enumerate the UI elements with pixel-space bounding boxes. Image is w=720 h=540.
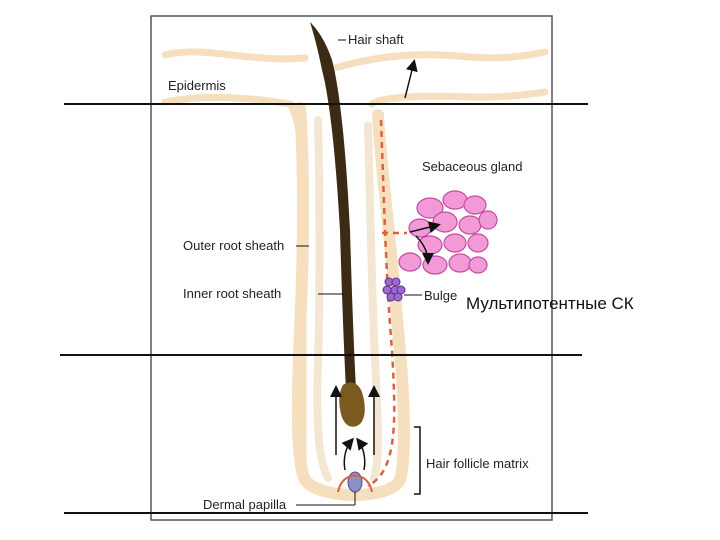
multipotent-stem-cells-caption: Мультипотентные СК xyxy=(466,294,634,313)
follicle-inner-sheath xyxy=(313,116,382,482)
bulge-cells xyxy=(382,277,406,302)
dermal-papilla-cap xyxy=(337,474,373,493)
label-bulge: Bulge xyxy=(424,288,457,303)
label-hair-shaft: Hair shaft xyxy=(348,32,404,47)
matrix-arrow-inner-right xyxy=(356,437,369,471)
label-outer-root-sheath: Outer root sheath xyxy=(183,238,284,253)
hair-bulb xyxy=(339,382,365,427)
gland-arrow-right xyxy=(409,221,441,234)
matrix-bracket xyxy=(414,426,421,495)
epidermis-layer xyxy=(161,48,549,484)
hair-shaft-body xyxy=(310,22,356,390)
migration-path-dashed xyxy=(367,119,407,488)
figure-frame xyxy=(150,15,553,521)
migration-arrow-up xyxy=(404,59,418,99)
matrix-arrow-inner-left xyxy=(341,437,354,471)
label-dermal-papilla: Dermal papilla xyxy=(203,497,287,512)
sebaceous-gland xyxy=(398,190,498,275)
label-hair-follicle-matrix: Hair follicle matrix xyxy=(426,456,529,471)
label-inner-root-sheath: Inner root sheath xyxy=(183,286,281,301)
gland-arrow-down xyxy=(415,235,434,265)
label-epidermis: Epidermis xyxy=(168,78,226,93)
label-sebaceous-gland: Sebaceous gland xyxy=(422,159,522,174)
